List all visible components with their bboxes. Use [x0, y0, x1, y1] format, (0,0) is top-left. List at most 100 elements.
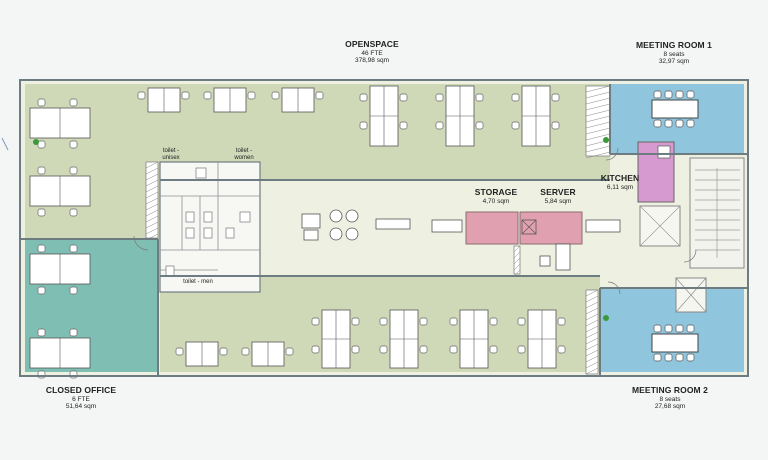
meeting-chair — [664, 324, 673, 333]
meeting-chair — [664, 119, 673, 128]
closed-office-fte: 6 FTE — [72, 395, 90, 403]
plant-icon — [603, 315, 609, 321]
meeting-room-1-seats: 8 seats — [663, 50, 685, 58]
partition-left-hatch — [145, 185, 159, 193]
meeting-chair — [653, 90, 662, 99]
meeting-chair — [664, 353, 673, 362]
chair — [69, 166, 78, 175]
meeting-chair — [653, 324, 662, 333]
chair — [37, 286, 46, 295]
chair — [489, 345, 498, 354]
meeting-room-1-label: MEETING ROOM 1 8 seats 32,97 sqm — [624, 40, 724, 66]
walls — [19, 79, 749, 377]
meeting-chairs — [653, 90, 695, 362]
meeting-chair — [675, 119, 684, 128]
partition-left-hatch — [145, 197, 159, 205]
storage-room — [465, 211, 519, 245]
partition-top-right-hatch — [585, 127, 611, 135]
partition-bottom-right-hatch — [585, 337, 599, 345]
partition-mid-hatch — [513, 251, 521, 259]
chair — [379, 345, 388, 354]
meeting-chair — [675, 90, 684, 99]
chair — [203, 91, 212, 100]
meeting-chair — [686, 119, 695, 128]
chair — [181, 91, 190, 100]
meeting-room-2-area: 27,68 sqm — [654, 403, 686, 411]
toilet-unisex-label: toilet - unisex — [162, 148, 180, 161]
partition-bottom-right-hatch — [585, 361, 599, 369]
chair — [359, 121, 368, 130]
partition-bottom-right-hatch — [585, 307, 599, 315]
partition-top-right-hatch — [585, 103, 611, 111]
partition-left-hatch — [145, 191, 159, 199]
toilet-men-label: toilet - men — [183, 279, 213, 285]
chair — [37, 140, 46, 149]
meeting-room-2-title: MEETING ROOM 2 — [631, 385, 708, 395]
server-title: SERVER — [540, 187, 576, 197]
chair — [435, 121, 444, 130]
chair — [311, 317, 320, 326]
kitchen-label: KITCHEN 6,11 sqm — [596, 173, 644, 191]
chair — [419, 345, 428, 354]
chair — [241, 347, 250, 356]
chair — [351, 345, 360, 354]
chair — [69, 328, 78, 337]
chair — [557, 317, 566, 326]
partition-left-hatch — [145, 215, 159, 223]
partition-left-hatch — [145, 227, 159, 235]
corridor-furniture — [301, 209, 621, 271]
chair — [517, 345, 526, 354]
chair — [419, 317, 428, 326]
partition-bottom-right-hatch — [585, 355, 599, 363]
partition-mid — [513, 245, 521, 275]
meeting-chair — [686, 353, 695, 362]
chair — [315, 91, 324, 100]
partition-left-hatch — [145, 221, 159, 229]
partition-bottom-right-hatch — [585, 343, 599, 351]
chair — [37, 166, 46, 175]
chair — [69, 98, 78, 107]
toilet-block — [159, 161, 261, 293]
server-label: SERVER 5,84 sqm — [530, 187, 586, 205]
partition-mid-hatch — [513, 263, 521, 271]
meeting-chair — [653, 119, 662, 128]
chair — [285, 347, 294, 356]
chair — [37, 98, 46, 107]
partition-top-right-hatch — [585, 85, 611, 93]
hatched-partitions — [145, 85, 611, 375]
partition-top-right-hatch — [585, 97, 611, 105]
meeting-chair — [675, 324, 684, 333]
meeting-chair — [686, 324, 695, 333]
partition-top-right-hatch — [585, 115, 611, 123]
partition-top-right-hatch — [585, 121, 611, 129]
partition-left-hatch — [145, 179, 159, 187]
meeting-chair — [675, 353, 684, 362]
openspace-area-left — [25, 84, 160, 239]
chair — [137, 91, 146, 100]
storage-label: STORAGE 4,70 sqm — [466, 187, 526, 205]
chair — [475, 93, 484, 102]
partition-mid-hatch — [513, 257, 521, 265]
closed-office-area: 51,64 sqm — [65, 403, 97, 411]
plant-icon — [603, 137, 609, 143]
partition-top-right-hatch — [585, 109, 611, 117]
chair — [271, 91, 280, 100]
chair — [247, 91, 256, 100]
partition-left-hatch — [145, 209, 159, 217]
partition-bottom-right-hatch — [585, 289, 599, 297]
toilet-fixtures — [165, 167, 251, 277]
chair — [37, 208, 46, 217]
chair — [379, 317, 388, 326]
closed-office-title: CLOSED OFFICE — [45, 385, 117, 395]
kitchen-area: 6,11 sqm — [606, 183, 634, 191]
closed-office-label: CLOSED OFFICE 6 FTE 51,64 sqm — [36, 385, 126, 411]
server-rack — [521, 219, 537, 235]
door-swings — [133, 147, 697, 295]
chair — [551, 121, 560, 130]
partition-left-hatch — [145, 161, 159, 169]
chair — [551, 93, 560, 102]
partition-top-right-hatch — [585, 91, 611, 99]
meeting-room-1-area: 32,97 sqm — [658, 58, 690, 66]
